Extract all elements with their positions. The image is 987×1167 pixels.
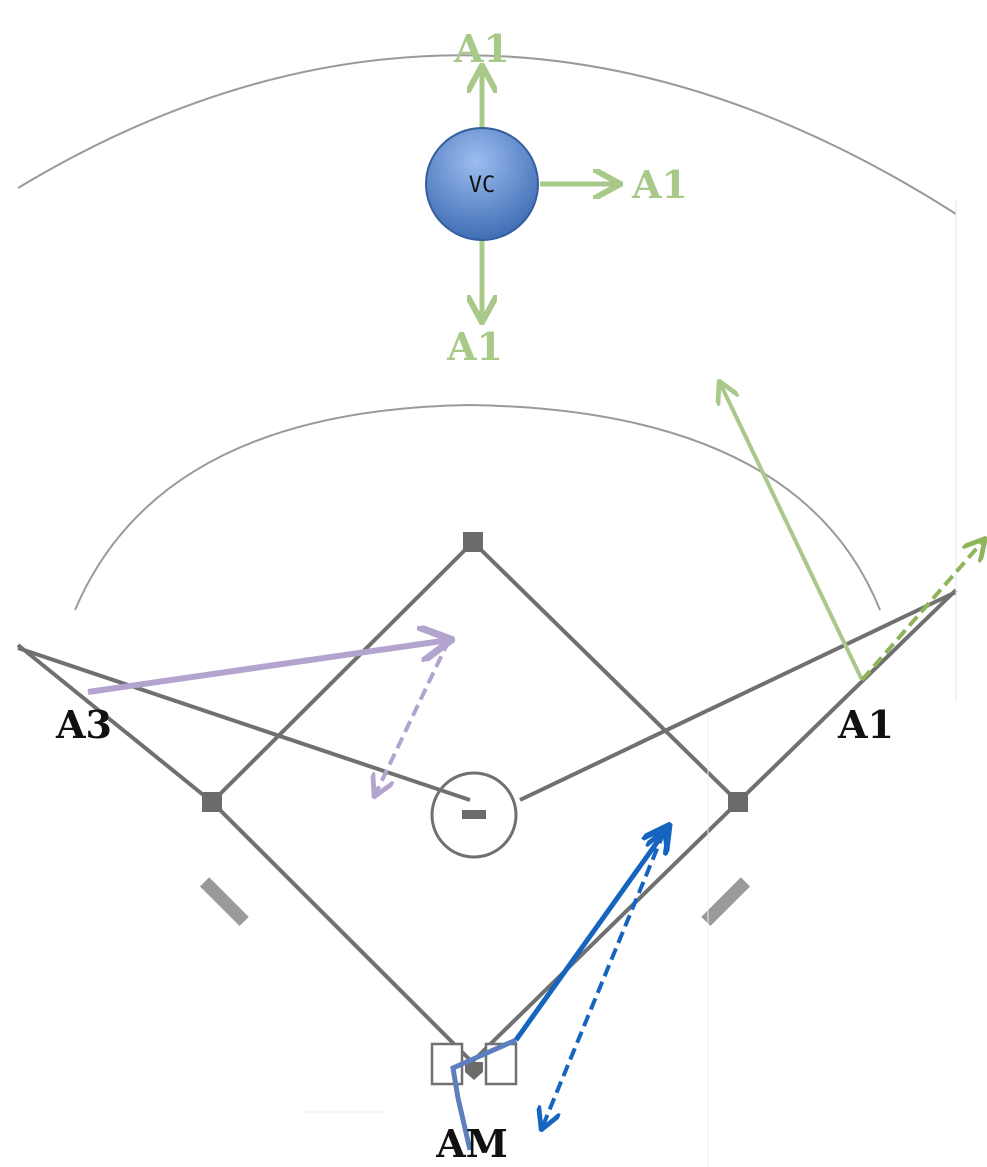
pitchers-rubber	[462, 810, 486, 819]
a1-solid-arrow	[720, 383, 864, 681]
vc-right-label: A1	[631, 162, 688, 207]
vc-label: VC	[469, 173, 496, 198]
foul-line-right-ext	[736, 588, 958, 804]
vc-bottom-label: A1	[446, 324, 503, 369]
a3-dashed-arrow	[375, 639, 451, 795]
third-base-coach-box	[199, 877, 249, 927]
first-base-foul-line	[519, 590, 957, 802]
first-base-coach-box	[701, 877, 751, 927]
first-base-umpire-label: A1	[837, 702, 894, 747]
infield-diamond	[209, 539, 741, 1065]
a1-dashed-arrow	[860, 540, 984, 682]
home-plate	[465, 1062, 483, 1080]
outfield-fence-arc	[17, 54, 957, 215]
third-base	[202, 792, 222, 812]
pitchers-mound	[430, 771, 518, 859]
first-base	[728, 792, 748, 812]
third-base-foul-line	[17, 646, 471, 802]
foul-line-left-ext	[16, 643, 214, 804]
am-path-light	[450, 1037, 518, 1151]
vc-umpire-marker	[425, 127, 539, 241]
third-base-umpire-label: A3	[55, 702, 112, 747]
vc-top-label: A1	[453, 26, 510, 71]
a3-solid-arrow	[87, 640, 449, 695]
second-base	[463, 532, 483, 552]
plate-umpire-label: AM	[435, 1121, 508, 1166]
infield-arc	[74, 403, 881, 611]
